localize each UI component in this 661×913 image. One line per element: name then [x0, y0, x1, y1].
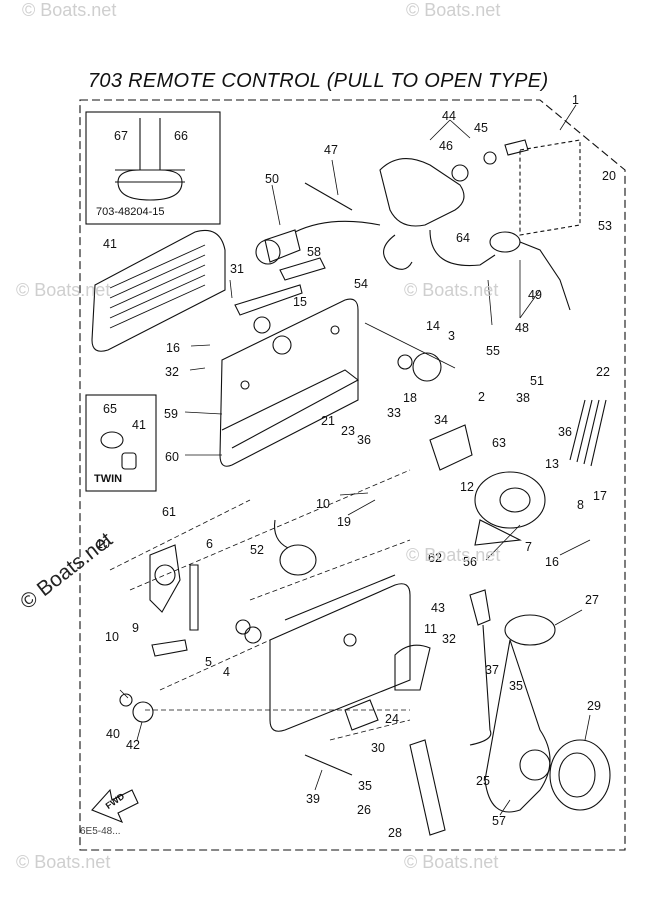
twin-label: TWIN: [94, 473, 123, 485]
callout-31: 31: [230, 262, 244, 276]
callout-25: 25: [476, 774, 490, 788]
inset-part-code: 703-48204-15: [96, 206, 165, 218]
callout-51: 51: [530, 374, 544, 388]
callout-2: 2: [478, 390, 485, 404]
callout-65: 65: [103, 402, 117, 416]
callout-33: 33: [387, 406, 401, 420]
callout-49: 49: [528, 288, 542, 302]
callout-24: 24: [385, 712, 399, 726]
callout-19: 19: [337, 515, 351, 529]
callout-66: 66: [174, 129, 188, 143]
watermark-mid-left: © Boats.net: [16, 280, 111, 300]
callout-21: 21: [321, 414, 335, 428]
callout-30: 30: [371, 741, 385, 755]
callout-16-right: 16: [545, 555, 559, 569]
callout-18: 18: [403, 391, 417, 405]
callout-27: 27: [585, 593, 599, 607]
callout-32-top: 32: [165, 365, 179, 379]
fwd-arrow: [91, 788, 139, 824]
callout-41-twin: 41: [132, 418, 146, 432]
callout-1: 1: [572, 93, 579, 107]
watermark-bottom-right: © Boats.net: [404, 852, 499, 872]
callout-26: 26: [357, 803, 371, 817]
callout-12: 12: [460, 480, 474, 494]
callout-55: 55: [486, 344, 500, 358]
callout-7: 7: [525, 540, 532, 554]
callout-8: 8: [577, 498, 584, 512]
callout-10-left-top: 10: [96, 537, 110, 551]
callout-57: 57: [492, 814, 506, 828]
housing-plate: [219, 298, 359, 467]
callout-53: 53: [598, 219, 612, 233]
callout-62: 62: [428, 551, 442, 565]
callout-52: 52: [250, 543, 264, 557]
inset-box: [85, 111, 221, 225]
callout-36-right: 36: [558, 425, 572, 439]
callout-13: 13: [545, 457, 559, 471]
callout-9: 9: [132, 621, 139, 635]
callout-15: 15: [293, 295, 307, 309]
callout-22: 22: [596, 365, 610, 379]
callout-29: 29: [587, 699, 601, 713]
callout-46: 46: [439, 139, 453, 153]
callout-47: 47: [324, 143, 338, 157]
watermark-mid-right: © Boats.net: [404, 280, 499, 300]
watermark-top-right: © Boats.net: [406, 0, 501, 20]
callout-60: 60: [165, 450, 179, 464]
callout-28: 28: [388, 826, 402, 840]
callout-54: 54: [354, 277, 368, 291]
callout-44: 44: [442, 109, 456, 123]
callout-4: 4: [223, 665, 230, 679]
callout-23: 23: [341, 424, 355, 438]
callout-64: 64: [456, 231, 470, 245]
callout-20: 20: [602, 169, 616, 183]
callout-32-bottom: 32: [442, 632, 456, 646]
callout-40: 40: [106, 727, 120, 741]
callout-45: 45: [474, 121, 488, 135]
callout-35-right: 35: [509, 679, 523, 693]
watermark-top-left: © Boats.net: [22, 0, 117, 20]
callout-35-left: 35: [358, 779, 372, 793]
callout-67: 67: [114, 129, 128, 143]
callout-39: 39: [306, 792, 320, 806]
callout-16-left: 16: [166, 341, 180, 355]
callout-42: 42: [126, 738, 140, 752]
callout-14: 14: [426, 319, 440, 333]
diagram-title: 703 REMOTE CONTROL (PULL TO OPEN TYPE): [88, 70, 549, 92]
callout-61: 61: [162, 505, 176, 519]
callout-58: 58: [307, 245, 321, 259]
callout-63: 63: [492, 436, 506, 450]
callout-17: 17: [593, 489, 607, 503]
grille-cover: [91, 229, 226, 352]
watermark-bottom-left: © Boats.net: [16, 852, 111, 872]
callout-41: 41: [103, 237, 117, 251]
callout-5: 5: [205, 655, 212, 669]
callout-37: 37: [485, 663, 499, 677]
callout-6: 6: [206, 537, 213, 551]
main-housing: [269, 583, 411, 732]
callout-36: 36: [357, 433, 371, 447]
assembly-border: [79, 99, 626, 851]
callout-34: 34: [434, 413, 448, 427]
footer-code: 6E5-48...: [80, 826, 121, 837]
callout-38: 38: [516, 391, 530, 405]
callout-11: 11: [424, 622, 437, 636]
callout-3: 3: [448, 329, 455, 343]
callout-10-mid: 10: [316, 497, 330, 511]
twin-box: [85, 394, 157, 492]
callout-50: 50: [265, 172, 279, 186]
callout-10-left-bottom: 10: [105, 630, 119, 644]
callout-43: 43: [431, 601, 445, 615]
callout-48: 48: [515, 321, 529, 335]
watermark-lower-right: © Boats.net: [406, 545, 501, 565]
callout-59: 59: [164, 407, 178, 421]
callout-56: 56: [463, 555, 477, 569]
